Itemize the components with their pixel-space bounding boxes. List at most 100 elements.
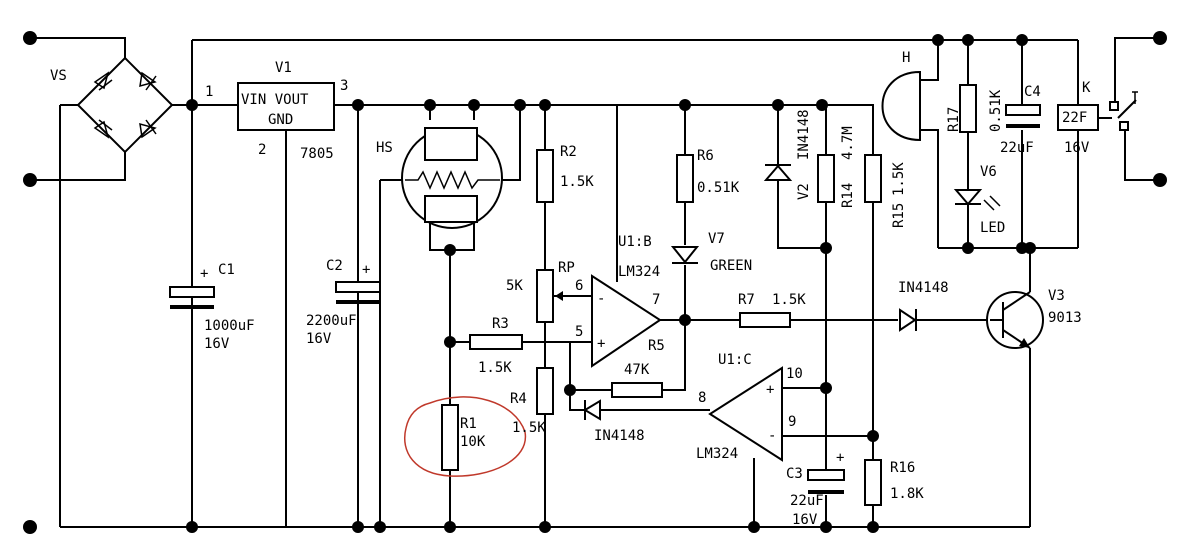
c3-voltage: 16V [792, 512, 818, 528]
c3-value: 22uF [790, 493, 824, 509]
vs-label: VS [50, 68, 67, 84]
led-v6: V6 LED [953, 164, 1005, 236]
c1-voltage: 16V [204, 336, 230, 352]
resistor-r17: R17 0.51K [946, 84, 1004, 133]
r6-value: 0.51K [697, 180, 740, 196]
c2-voltage: 16V [306, 331, 332, 347]
c4-value: 22uF [1000, 140, 1034, 156]
c2-label: C2 [326, 258, 343, 274]
regulator-top-text: VIN VOUT [241, 92, 309, 108]
transistor-v3: V3 9013 [986, 288, 1082, 349]
u1c-part: LM324 [696, 446, 738, 462]
resistor-r4: R4 1.5K [510, 367, 554, 436]
r2-label: R2 [560, 144, 577, 160]
u1b-label: U1:B [618, 234, 652, 250]
r4-value: 1.5K [512, 420, 546, 436]
r5-value: 47K [624, 362, 650, 378]
diode-right-in4148: IN4148 [898, 280, 949, 332]
r17-label: R17 [946, 107, 962, 132]
r16-label: R16 [890, 460, 915, 476]
capacitor-c3: + C3 22uF 16V [786, 450, 845, 528]
c2-value: 2200uF [306, 313, 357, 329]
r7-label: R7 [738, 292, 755, 308]
u1c-label: U1:C [718, 352, 752, 368]
regulator-part-label: 7805 [300, 146, 334, 162]
v7-label: V7 [708, 231, 725, 247]
r1-label: R1 [460, 416, 477, 432]
c1-value: 1000uF [204, 318, 255, 334]
v6-value: LED [980, 220, 1005, 236]
h-label: H [902, 50, 910, 66]
v6-label: V6 [980, 164, 997, 180]
rp-value: 5K [506, 278, 523, 294]
pin2-label: 2 [258, 142, 266, 158]
r2-value: 1.5K [560, 174, 594, 190]
pin6-label: 6 [575, 278, 583, 294]
resistor-r16: R16 1.8K [864, 459, 924, 506]
opamp-u1b: - + U1:B LM324 7 [591, 234, 662, 368]
v7-value: GREEN [710, 258, 752, 274]
r3-value: 1.5K [478, 360, 512, 376]
c1-label: C1 [218, 262, 235, 278]
svg-text:+: + [200, 266, 208, 282]
r14-label: R14 [840, 183, 856, 208]
capacitor-c2: + C2 2200uF 16V [306, 258, 381, 347]
c4-label: C4 [1024, 84, 1041, 100]
resistor-r3: R3 1.5K 5 [469, 316, 583, 376]
v3-label: V3 [1048, 288, 1065, 304]
svg-text:+: + [597, 336, 605, 352]
u1b-part: LM324 [618, 264, 660, 280]
opamp-u1c: + - U1:C LM324 8 9 10 [696, 352, 803, 478]
pin7-label: 7 [652, 292, 660, 308]
diode-right-label: IN4148 [898, 280, 949, 296]
resistor-r14: R14 4.7M [817, 126, 856, 208]
v2-label: V2 [796, 183, 812, 200]
r16-value: 1.8K [890, 486, 924, 502]
resistor-r1: R1 10K [404, 396, 527, 477]
hs-label: HS [376, 140, 393, 156]
rp-label: RP [558, 260, 575, 276]
r3-label: R3 [492, 316, 509, 332]
r1-value: 10K [460, 434, 486, 450]
svg-text:+: + [362, 262, 370, 278]
r5-label: R5 [648, 338, 665, 354]
led-v7-green: V7 GREEN [670, 231, 752, 274]
junction-dots [23, 31, 1167, 534]
resistor-r7: R7 1.5K [738, 292, 806, 328]
r15-value: 1.5K [891, 162, 907, 196]
svg-text:-: - [597, 291, 605, 307]
buzzer-h: H [881, 50, 921, 142]
capacitor-c4: C4 22uF [1000, 84, 1041, 156]
svg-text:-: - [768, 428, 776, 444]
resistor-r6: R6 0.51K [676, 148, 740, 203]
v2-value: IN4148 [796, 109, 812, 160]
gas-sensor-hs: HS [376, 127, 503, 229]
regulator-gnd-text: GND [268, 112, 293, 128]
resistor-r5: R5 47K [611, 338, 665, 398]
resistor-r15: R15 1.5K [864, 154, 907, 228]
r17-value: 0.51K [988, 89, 1004, 132]
pin8-label: 8 [698, 390, 706, 406]
k-label: K [1082, 80, 1091, 96]
svg-text:+: + [836, 450, 844, 466]
r14-value: 4.7M [840, 126, 856, 160]
r15-label: R15 [891, 203, 907, 228]
c3-label: C3 [786, 466, 803, 482]
k-voltage: 16V [1064, 140, 1090, 156]
red-circle-annotation [404, 396, 527, 477]
k-coil-label: 22F [1062, 110, 1087, 126]
potentiometer-rp: RP 5K 6 [506, 260, 583, 323]
pin10-label: 10 [786, 366, 803, 382]
svg-text:+: + [766, 382, 774, 398]
pin5-label: 5 [575, 324, 583, 340]
capacitor-c1: + C1 1000uF 16V [169, 262, 255, 352]
pin9-label: 9 [788, 414, 796, 430]
diode-bottom-in4148: IN4148 [583, 399, 645, 444]
pin1-label: 1 [205, 84, 213, 100]
r7-value: 1.5K [772, 292, 806, 308]
r6-label: R6 [697, 148, 714, 164]
pin3-label: 3 [340, 78, 348, 94]
diode-v2: V2 IN4148 [763, 109, 812, 200]
resistor-r2: R2 1.5K [536, 144, 594, 203]
